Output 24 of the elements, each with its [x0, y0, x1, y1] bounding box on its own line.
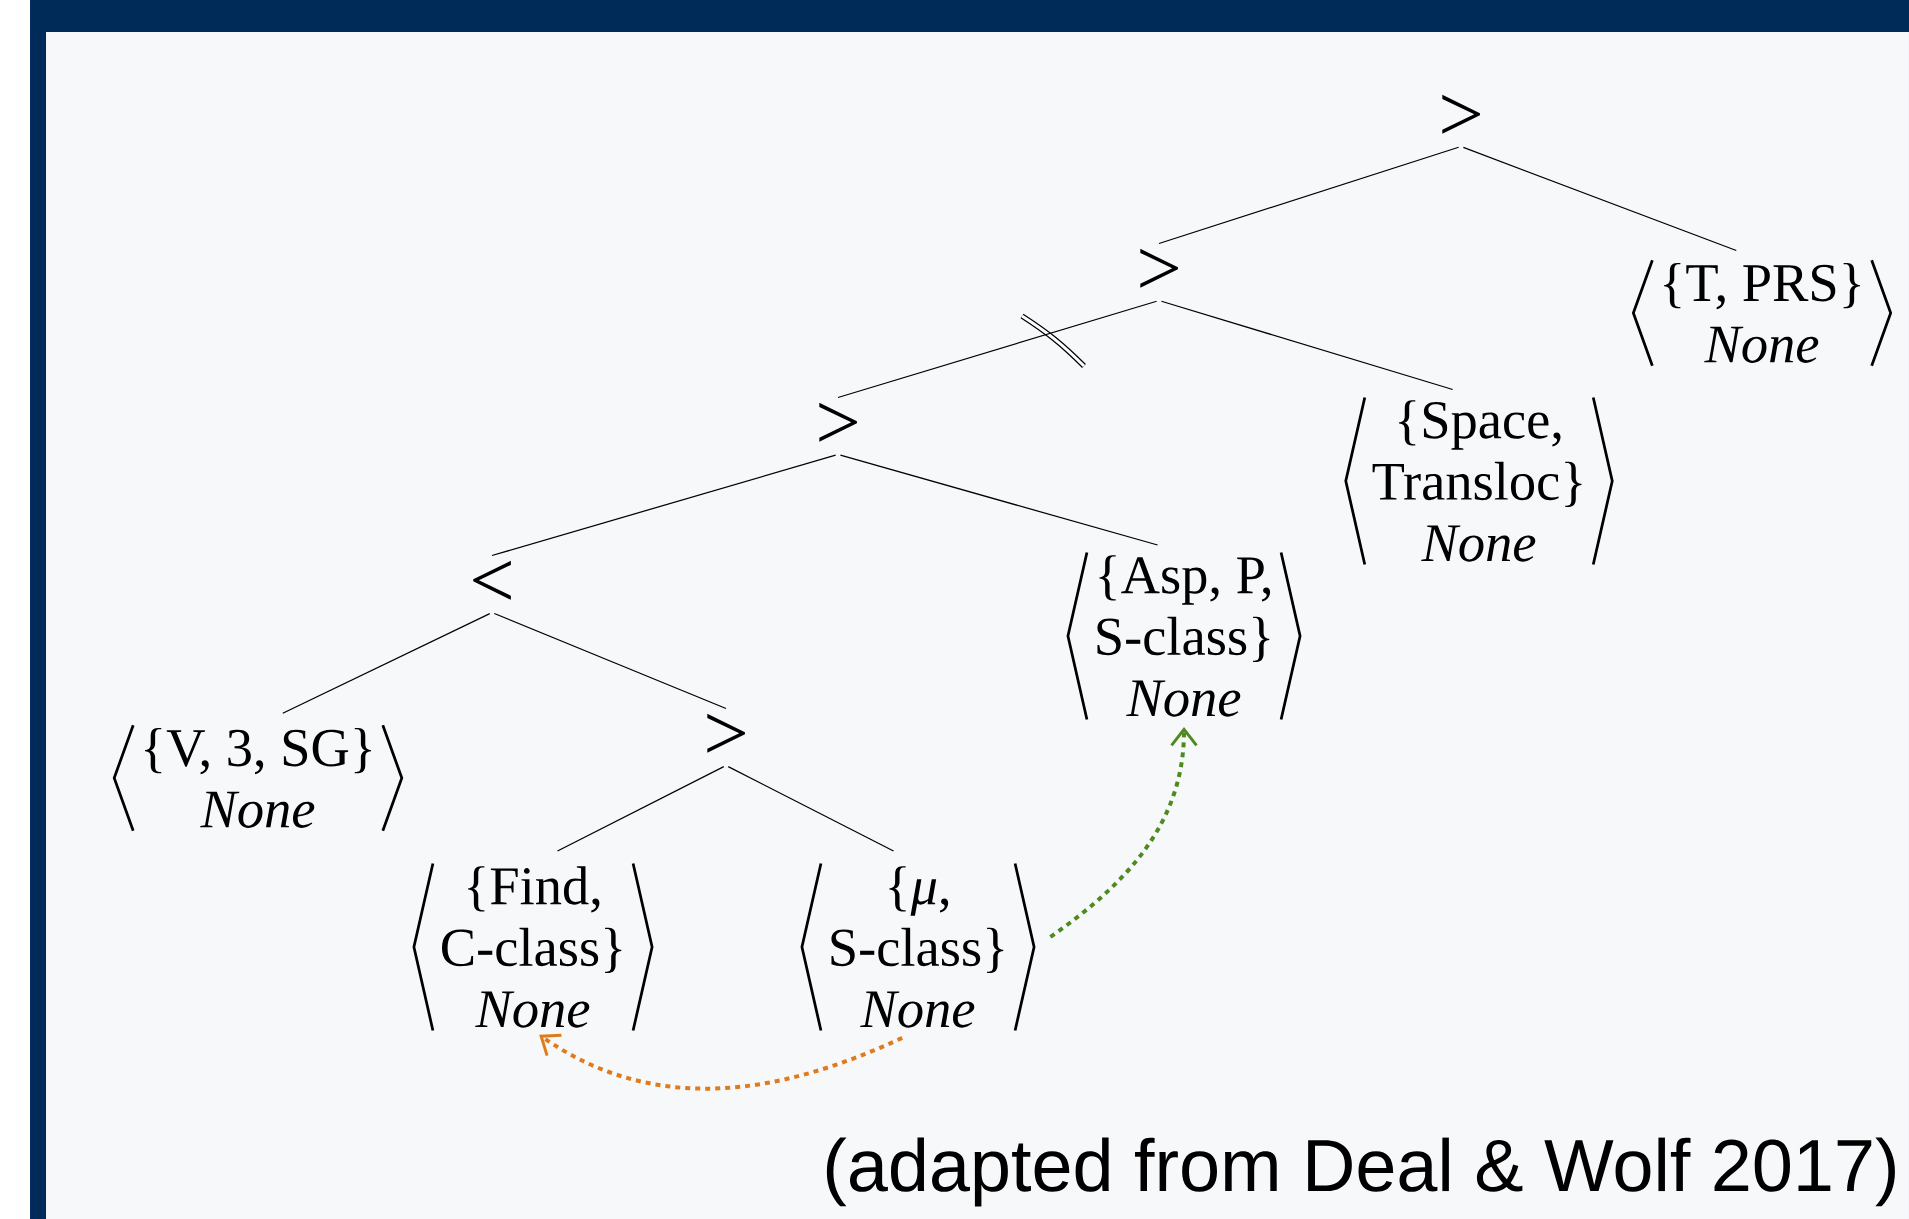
feature-bundle: {Find, C-class} None [412, 863, 654, 1031]
operator-symbol: > [1442, 94, 1480, 134]
branch-line [837, 300, 1158, 399]
branch-line [727, 766, 895, 852]
branch-line [493, 612, 727, 710]
branch-line [282, 612, 491, 714]
branch-line [1158, 146, 1460, 245]
operator-symbol: > [1140, 248, 1178, 288]
caption: (adapted from Deal & Wolf 2017) [826, 1137, 1895, 1207]
operator-symbol: > [819, 402, 857, 442]
feature-bundle: {Asp, P, S-class} None [1066, 552, 1302, 720]
arrow [1049, 727, 1198, 939]
branch-line [556, 766, 725, 852]
feature-bundle: {T, PRS} None [1631, 259, 1893, 367]
operator-symbol: > [707, 713, 745, 753]
arrow [539, 1033, 903, 1091]
feature-bundle: {μ, S-class} None [800, 863, 1036, 1031]
branch-line [1462, 146, 1737, 252]
feature-bundle: {V, 3, SG} None [112, 724, 404, 832]
branch-line [1160, 300, 1454, 391]
feature-bundle: {Space, Transloc} None [1344, 397, 1614, 565]
branch-line [491, 454, 837, 557]
operator-symbol: < [473, 560, 511, 600]
branch-line [839, 454, 1159, 546]
